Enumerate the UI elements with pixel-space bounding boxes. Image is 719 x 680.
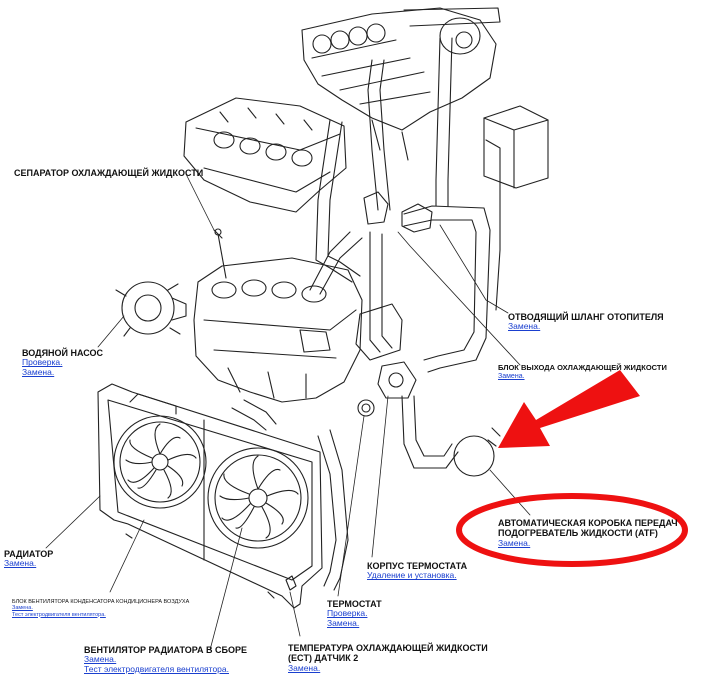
coolant-outlet-unit-title: БЛОК ВЫХОДА ОХЛАЖДАЮЩЕЙ ЖИДКОСТИ: [498, 363, 667, 372]
atf-heater-replace-link[interactable]: Замена.: [498, 537, 531, 548]
heater-core: [483, 105, 549, 189]
label-coolant-separator: СЕПАРАТОР ОХЛАЖДАЮЩЕЙ ЖИДКОСТИ: [14, 168, 203, 178]
atf-heater-part: [453, 427, 501, 477]
cylinder-head: [183, 97, 347, 213]
red-arrow: [498, 370, 640, 448]
radiator-part: [97, 383, 323, 609]
label-water-pump: ВОДЯНОЙ НАСОС Проверка. Замена.: [22, 348, 103, 378]
radiator-fan-motor-test-link[interactable]: Тест электродвигателя вентилятора.: [84, 664, 229, 675]
radiator-fan-title: ВЕНТИЛЯТОР РАДИАТОРА В СБОРЕ: [84, 645, 247, 655]
label-condenser-fan: БЛОК ВЕНТИЛЯТОРА КОНДЕНСАТОРА КОНДИЦИОНЕ…: [12, 599, 189, 618]
radiator-fan-replace-link[interactable]: Замена.: [84, 654, 117, 665]
condenser-fan-replace-link[interactable]: Замена.: [12, 605, 33, 612]
coolant-hoses: [231, 37, 501, 591]
thermostat-replace-link[interactable]: Замена.: [327, 618, 360, 629]
heater-outlet-hose-title: ОТВОДЯЩИЙ ШЛАНГ ОТОПИТЕЛЯ: [508, 312, 664, 322]
atf-heater-title-line1: АВТОМАТИЧЕСКАЯ КОРОБКА ПЕРЕДАЧ: [498, 518, 678, 528]
thermostat-title: ТЕРМОСТАТ: [327, 599, 382, 609]
label-radiator: РАДИАТОР Замена.: [4, 549, 53, 569]
thermostat-part: [357, 399, 375, 417]
coolant-separator-part: [213, 228, 227, 279]
ect-sensor-part: [285, 575, 297, 591]
ect-sensor-title-line1: ТЕМПЕРАТУРА ОХЛАЖДАЮЩЕЙ ЖИДКОСТИ: [288, 643, 488, 653]
label-thermostat-housing: КОРПУС ТЕРМОСТАТА Удаление и установка.: [367, 561, 467, 581]
condenser-fan-title: БЛОК ВЕНТИЛЯТОРА КОНДЕНСАТОРА КОНДИЦИОНЕ…: [12, 599, 190, 605]
coolant-outlet-part: [355, 191, 433, 399]
atf-heater-title-line2: ПОДОГРЕВАТЕЛЬ ЖИДКОСТИ (ATF): [498, 528, 658, 539]
heater-outlet-hose-replace-link[interactable]: Замена.: [508, 321, 541, 332]
coolant-separator-title: СЕПАРАТОР ОХЛАЖДАЮЩЕЙ ЖИДКОСТИ: [14, 168, 204, 178]
ect-sensor-replace-link[interactable]: Замена.: [288, 662, 321, 673]
water-pump-replace-link[interactable]: Замена.: [22, 367, 55, 378]
water-pump-title: ВОДЯНОЙ НАСОС: [22, 348, 104, 358]
label-ect-sensor: ТЕМПЕРАТУРА ОХЛАЖДАЮЩЕЙ ЖИДКОСТИ (ECT) Д…: [288, 643, 488, 673]
label-radiator-fan: ВЕНТИЛЯТОР РАДИАТОРА В СБОРЕ Замена. Тес…: [84, 645, 247, 675]
label-heater-outlet-hose: ОТВОДЯЩИЙ ШЛАНГ ОТОПИТЕЛЯ Замена.: [508, 312, 664, 332]
thermostat-housing-remove-install-link[interactable]: Удаление и установка.: [367, 570, 457, 581]
coolant-outlet-unit-replace-link[interactable]: Замена.: [498, 372, 525, 380]
label-coolant-outlet-unit: БЛОК ВЫХОДА ОХЛАЖДАЮЩЕЙ ЖИДКОСТИ Замена.: [498, 363, 667, 381]
red-highlight-ellipse: [456, 493, 688, 567]
water-pump-inspect-link[interactable]: Проверка.: [22, 357, 63, 368]
thermostat-inspect-link[interactable]: Проверка.: [327, 608, 368, 619]
leader-lines: [45, 173, 531, 651]
radiator-fan-part: [207, 447, 309, 549]
water-pump-part: [115, 281, 187, 337]
radiator-replace-link[interactable]: Замена.: [4, 558, 37, 569]
label-thermostat: ТЕРМОСТАТ Проверка. Замена.: [327, 599, 382, 629]
ect-sensor-title-line2: (ECT) ДАТЧИК 2: [288, 653, 359, 664]
label-atf-heater: АВТОМАТИЧЕСКАЯ КОРОБКА ПЕРЕДАЧ ПОДОГРЕВА…: [498, 518, 678, 548]
condenser-fan-part: [113, 415, 207, 509]
engine-block: [193, 257, 363, 403]
radiator-title: РАДИАТОР: [4, 549, 54, 559]
thermostat-housing-title: КОРПУС ТЕРМОСТАТА: [367, 561, 468, 571]
intake-manifold: [301, 7, 501, 161]
condenser-fan-motor-test-link[interactable]: Тест электродвигателя вентилятора.: [12, 611, 106, 618]
